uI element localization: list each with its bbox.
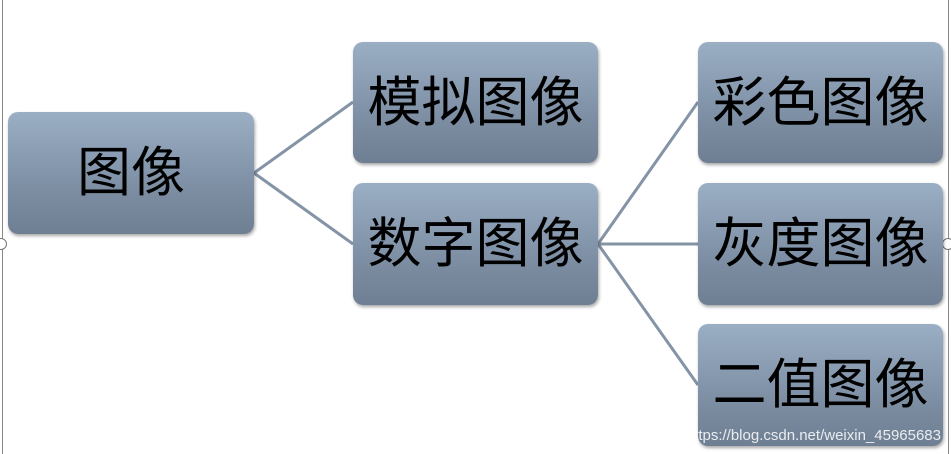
connector-root-analog	[253, 100, 354, 175]
connector-root-digital	[253, 171, 354, 246]
selection-right-edge	[948, 0, 949, 454]
node-label: 二值图像	[712, 353, 929, 416]
node-binary-image[interactable]: 二值图像	[698, 324, 943, 446]
connector-digital-binary	[596, 243, 700, 386]
selection-left-edge	[2, 0, 3, 454]
node-root-image[interactable]: 图像	[8, 112, 254, 234]
node-label: 彩色图像	[712, 70, 929, 134]
watermark: https://blog.csdn.net/weixin_45965683	[685, 427, 941, 444]
node-gray-image[interactable]: 灰度图像	[698, 183, 943, 305]
node-label: 模拟图像	[367, 70, 584, 134]
node-label: 数字图像	[367, 212, 584, 275]
node-analog-image[interactable]: 模拟图像	[353, 42, 598, 163]
node-label: 灰度图像	[712, 212, 929, 275]
node-color-image[interactable]: 彩色图像	[698, 42, 943, 163]
node-digital-image[interactable]: 数字图像	[353, 183, 598, 305]
connector-digital-color	[596, 101, 700, 245]
node-label: 图像	[77, 141, 185, 204]
